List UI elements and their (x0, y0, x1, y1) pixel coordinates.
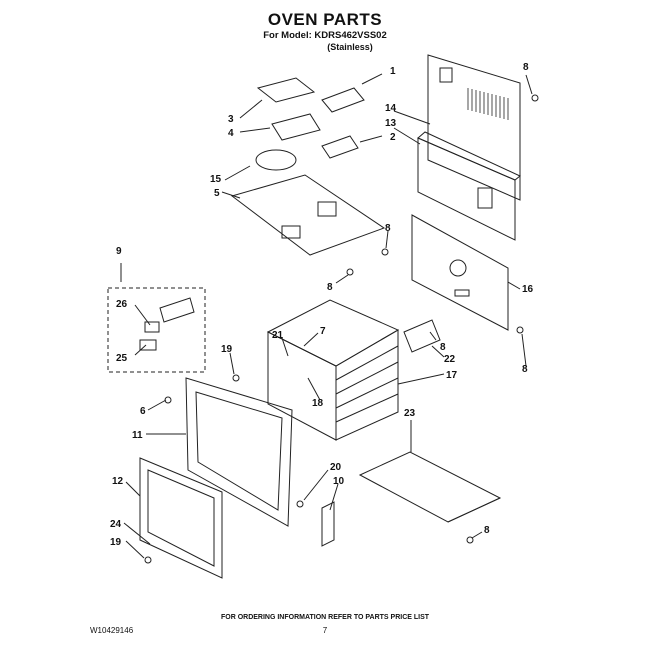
part-hinge (321, 501, 335, 547)
part-latch-assembly (107, 287, 206, 373)
screws (144, 94, 539, 564)
callout-2: 2 (390, 132, 396, 143)
callout-18: 18 (312, 398, 324, 409)
callout-7: 7 (320, 326, 326, 337)
leader-lines (120, 73, 533, 559)
callout-26: 26 (116, 299, 128, 310)
page-number: 7 (322, 626, 328, 635)
part-rear-cover (417, 131, 521, 241)
callout-8-top: 8 (385, 223, 391, 234)
model-number: For Model: KDRS462VSS02 (263, 30, 387, 41)
callout-8-rack: 8 (484, 525, 490, 536)
ordering-note: FOR ORDERING INFORMATION REFER TO PARTS … (220, 614, 430, 621)
callout-8-side: 8 (522, 364, 528, 375)
callout-24: 24 (110, 519, 122, 530)
callout-6: 6 (140, 406, 146, 417)
part-door-gasket (139, 457, 223, 579)
callout-14: 14 (385, 103, 397, 114)
part-front-frame (185, 377, 293, 527)
part-rear-panel (427, 54, 521, 201)
callout-21: 21 (272, 330, 284, 341)
callout-17: 17 (446, 370, 458, 381)
callout-19-lower: 19 (110, 537, 122, 548)
part-oven-rack (358, 451, 502, 523)
page-title: OVEN PARTS (267, 10, 383, 29)
callout-9: 9 (116, 246, 122, 257)
document-id: W10429146 (90, 626, 134, 635)
callout-19-upper: 19 (221, 344, 233, 355)
callout-3: 3 (228, 114, 234, 125)
callout-15: 15 (210, 174, 222, 185)
callout-25: 25 (116, 353, 128, 364)
callout-23: 23 (404, 408, 416, 419)
callout-4: 4 (228, 128, 234, 139)
part-oven-cavity (266, 299, 400, 441)
callout-8-rear: 8 (523, 62, 529, 73)
callout-16: 16 (522, 284, 534, 295)
part-bracket (403, 319, 441, 353)
callout-labels: 1 2 3 4 5 6 7 8 8 8 8 8 8 9 10 11 12 13 … (110, 62, 534, 548)
part-latch-components (139, 297, 195, 351)
callout-22: 22 (444, 354, 456, 365)
callout-8-plate: 8 (327, 282, 333, 293)
model-finish: (Stainless) (327, 42, 373, 52)
parts-drawing (107, 54, 539, 579)
callout-8-bracket: 8 (440, 342, 446, 353)
part-top-plate (230, 174, 386, 256)
callout-5: 5 (214, 188, 220, 199)
callout-12: 12 (112, 476, 124, 487)
callout-13: 13 (385, 118, 397, 129)
part-top-components (255, 77, 365, 171)
part-side-panel (411, 214, 509, 331)
callout-20: 20 (330, 462, 342, 473)
callout-1: 1 (390, 66, 396, 77)
callout-10: 10 (333, 476, 345, 487)
callout-11: 11 (132, 430, 143, 441)
